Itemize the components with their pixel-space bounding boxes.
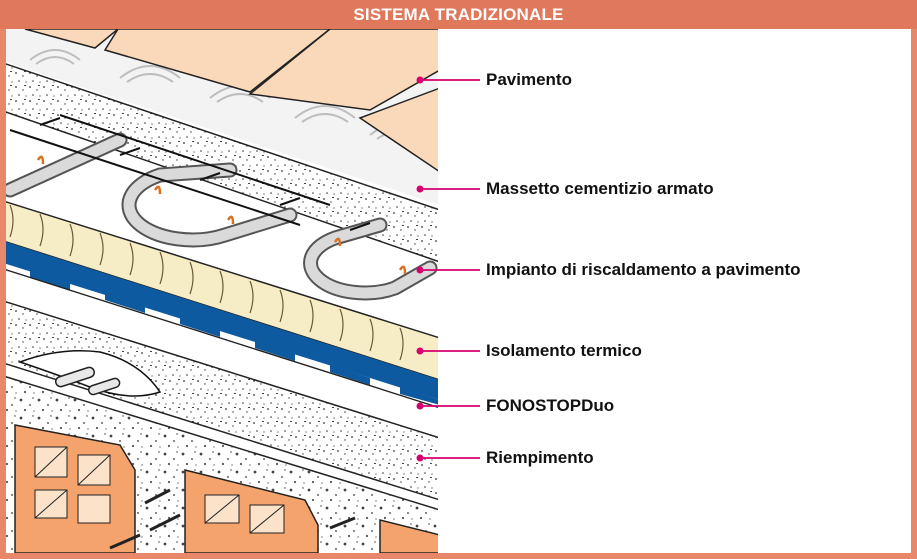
label-fonostop: FONOSTOPDuo	[486, 396, 615, 415]
label-isolamento: Isolamento termico	[486, 341, 642, 360]
label-pavimento: Pavimento	[486, 70, 572, 89]
label-impianto: Impianto di riscaldamento a pavimento	[486, 260, 801, 279]
label-riempimento: Riempimento	[486, 448, 594, 467]
label-massetto: Massetto cementizio armato	[486, 179, 714, 198]
title-bar: SISTEMA TRADIZIONALE	[0, 0, 917, 29]
